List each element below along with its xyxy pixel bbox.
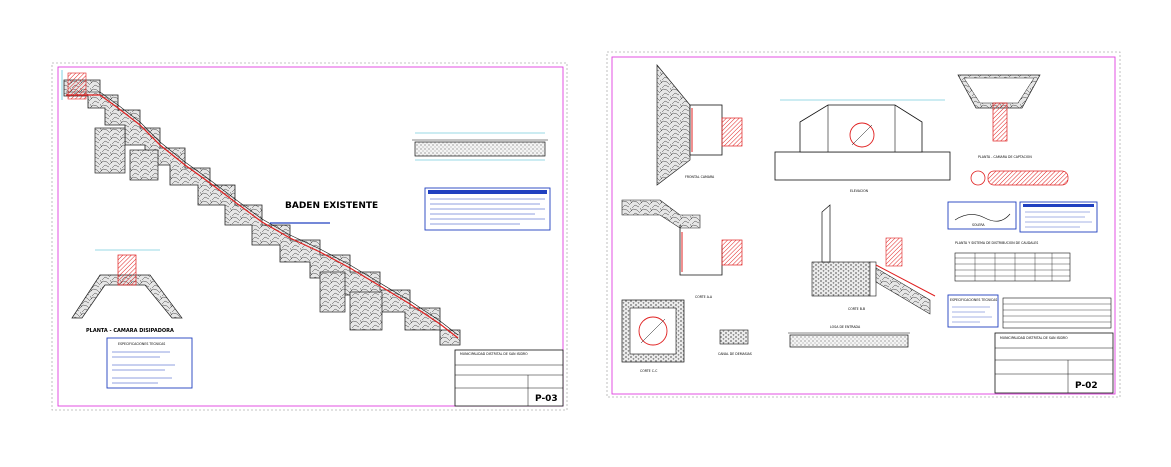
sheet-1-frame [57, 66, 564, 407]
cut-b-title: CORTE B-B [848, 307, 865, 311]
sheet-1-spec-box: ESPECIFICACIONES TECNICAS [106, 337, 193, 389]
plan-camera-title: PLANTA - CAMARA DE CAPTACION [978, 155, 1032, 159]
sheet-1-title-block: MUNICIPALIDAD DISTRITAL DE SAN ISIDRO P-… [454, 349, 564, 407]
sheet-2-solera-box: SOLERA [947, 201, 1017, 230]
sheet-2-spec-box-bottom: ESPECIFICACIONES TECNICAS [947, 294, 1112, 329]
cut-c-title: CORTE C-C [640, 369, 658, 373]
sheet-2-distribution-table: PLANTA Y SISTEMA DE DISTRIBUCION DE CAUD… [954, 241, 1071, 282]
sheet-2-cut-b: CORTE B-B [811, 204, 936, 315]
sheet-1-plan-view: PLANTA - CAMARA DISIPADORA [71, 249, 183, 334]
sheet-2-spec-box-top [1019, 201, 1098, 233]
plan-view-title: PLANTA - CAMARA DISIPADORA [86, 328, 174, 334]
title-block-header-2: MUNICIPALIDAD DISTRITAL DE SAN ISIDRO [1000, 336, 1068, 340]
sheet-2-front-camera: FRONTAL CAMARA [656, 64, 743, 186]
chute-title: CANAL DE DEMASIAS [718, 352, 752, 356]
spec-title-1: ESPECIFICACIONES TECNICAS [118, 342, 165, 346]
front-view-title: FRONTAL CAMARA [685, 175, 715, 179]
sheet-2-elevation: ELEVACION [774, 99, 951, 193]
sheet-2-chute: CANAL DE DEMASIAS [718, 329, 752, 356]
title-block-header-1: MUNICIPALIDAD DISTRITAL DE SAN ISIDRO [460, 352, 528, 356]
sheet-2-cut-a: CORTE A-A [621, 199, 743, 299]
elevation-title: ELEVACION [850, 189, 869, 193]
sheet-2-plan-camera: PLANTA - CAMARA DE CAPTACION [957, 74, 1069, 186]
sheet-1-detail-section [412, 132, 548, 161]
cut-a-title: CORTE A-A [695, 295, 713, 299]
sheet-2-cut-c: CORTE C-C [621, 299, 685, 373]
sheet-1-stepped-chute: BADEN EXISTENTE [61, 70, 461, 346]
sheet-1: BADEN EXISTENTE PLANTA - CAMARA DISIPADO… [51, 62, 568, 411]
sheet-1-notes-box [424, 187, 551, 231]
zone-label: BADEN EXISTENTE [285, 201, 378, 211]
sheet-2-title-block: MUNICIPALIDAD DISTRITAL DE SAN ISIDRO P-… [994, 332, 1114, 394]
sheet-2-frame [611, 56, 1116, 395]
table-title: PLANTA Y SISTEMA DE DISTRIBUCION DE CAUD… [955, 241, 1038, 245]
sheet-2-slab: LOSA DE ENTRADA [788, 325, 910, 348]
slab-title: LOSA DE ENTRADA [830, 325, 861, 329]
sheet-code-2: P-02 [1075, 381, 1098, 391]
sheet-code-1: P-03 [535, 394, 558, 404]
solera-label: SOLERA [972, 223, 985, 227]
sheet-2: FRONTAL CAMARA ELEVACION PLANTA - CAMARA… [606, 51, 1121, 398]
spec-title-2: ESPECIFICACIONES TECNICAS [950, 298, 997, 302]
